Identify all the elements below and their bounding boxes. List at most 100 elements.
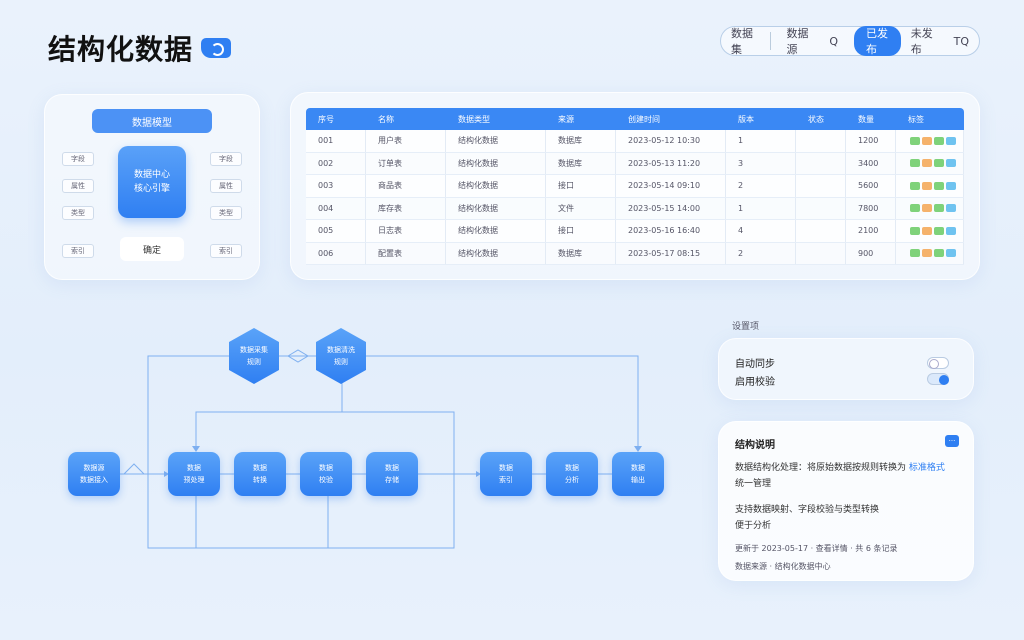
table-cell <box>796 242 846 264</box>
table-header-cell: 数据类型 <box>458 114 490 124</box>
table-cell: 2023-05-13 11:20 <box>616 152 726 174</box>
flow-node[interactable]: 数据输出 <box>612 452 664 496</box>
table-header-cell: 创建时间 <box>628 114 660 124</box>
setting-label: 自动同步 <box>735 359 775 370</box>
nav-item-0[interactable]: 数据集 <box>731 27 753 56</box>
table-cell <box>796 175 846 197</box>
table-cell: 1 <box>726 130 796 152</box>
table-cell: 数据库 <box>546 152 616 174</box>
table-header-cell: 数量 <box>858 114 874 124</box>
table-cell <box>796 197 846 219</box>
table-cell <box>896 130 964 152</box>
table-cell <box>896 152 964 174</box>
table-cell <box>896 175 964 197</box>
flow-node[interactable]: 数据校验 <box>300 452 352 496</box>
nav-item-active[interactable]: 已发布 <box>853 26 901 56</box>
table-cell: 结构化数据 <box>446 197 546 219</box>
field-tag: 索引 <box>62 244 94 258</box>
nav-item-4[interactable]: 未发布 <box>910 27 933 56</box>
table-header-cell: 来源 <box>558 114 574 124</box>
table-cell: 结构化数据 <box>446 242 546 264</box>
status-tag <box>910 204 920 213</box>
flow-node[interactable]: 数据预处理 <box>168 452 220 496</box>
table-cell: 2 <box>726 242 796 264</box>
status-tag <box>922 249 932 258</box>
status-tag <box>910 249 920 258</box>
table-cell: 结构化数据 <box>446 175 546 197</box>
table-cell: 数据库 <box>546 130 616 152</box>
core-node[interactable]: 数据中心 核心引擎 <box>118 146 186 218</box>
flow-node[interactable]: 数据索引 <box>480 452 532 496</box>
table-header-cell: 状态 <box>808 114 824 124</box>
info-title: 结构说明 <box>735 440 775 451</box>
status-tag <box>934 181 944 190</box>
status-tag <box>922 204 932 213</box>
table-cell: 003 <box>306 175 366 197</box>
more-icon[interactable]: ··· <box>945 435 959 447</box>
table-cell <box>896 242 964 264</box>
table-cell: 订单表 <box>366 152 446 174</box>
table-header-cell: 名称 <box>378 114 394 124</box>
flow-hex-node[interactable]: 数据采集 规则 <box>229 328 279 384</box>
confirm-button[interactable]: 确定 <box>120 237 184 261</box>
table-cell: 7800 <box>846 197 896 219</box>
status-tag <box>910 226 920 235</box>
flow-node[interactable]: 数据存储 <box>366 452 418 496</box>
table-cell <box>796 220 846 242</box>
status-tag <box>934 226 944 235</box>
settings-card: 自动同步 启用校验 <box>718 338 974 400</box>
field-tag: 索引 <box>210 244 242 258</box>
toggle-switch[interactable] <box>927 373 949 385</box>
status-tag <box>946 226 956 235</box>
table-cell: 2023-05-17 08:15 <box>616 242 726 264</box>
table-cell: 2023-05-15 14:00 <box>616 197 726 219</box>
table-cell: 商品表 <box>366 175 446 197</box>
chat-icon <box>201 38 232 58</box>
status-tag <box>922 226 932 235</box>
field-tag: 类型 <box>210 206 242 220</box>
table-cell: 2100 <box>846 220 896 242</box>
status-tag <box>922 136 932 145</box>
table-cell: 结构化数据 <box>446 220 546 242</box>
model-header[interactable]: 数据模型 <box>92 109 212 133</box>
table-header-cell: 序号 <box>318 114 334 124</box>
table-cell <box>796 152 846 174</box>
info-footer[interactable]: 更新于 2023-05-17 · 查看详情 · 共 6 条记录 <box>735 544 898 553</box>
flow-node[interactable]: 数据转换 <box>234 452 286 496</box>
status-tag <box>910 181 920 190</box>
flow-node[interactable]: 数据分析 <box>546 452 598 496</box>
table-cell <box>796 130 846 152</box>
field-tag: 字段 <box>62 152 94 166</box>
status-tag <box>946 181 956 190</box>
status-tag <box>934 204 944 213</box>
table-header-cell: 标签 <box>908 114 924 124</box>
table-cell: 配置表 <box>366 242 446 264</box>
table-cell: 3400 <box>846 152 896 174</box>
table-cell: 数据库 <box>546 242 616 264</box>
top-nav: 数据集 数据源 Q 已发布 未发布 TQ <box>720 26 980 56</box>
nav-item-5[interactable]: TQ <box>953 34 969 48</box>
flow-node[interactable]: 数据源数据接入 <box>68 452 120 496</box>
table-cell: 2023-05-12 10:30 <box>616 130 726 152</box>
table-cell: 900 <box>846 242 896 264</box>
table-cell: 结构化数据 <box>446 130 546 152</box>
table-cell: 2023-05-14 09:10 <box>616 175 726 197</box>
status-tag <box>910 159 920 168</box>
table-cell: 接口 <box>546 220 616 242</box>
search-icon[interactable]: Q <box>829 34 838 48</box>
status-tag <box>946 249 956 258</box>
info-card: 结构说明 ··· 数据结构化处理：将原始数据按规则转换为 标准格式 统一管理 支… <box>718 421 974 581</box>
table-cell: 1 <box>726 197 796 219</box>
info-footer: 数据来源 · 结构化数据中心 <box>735 562 831 571</box>
toggle-switch[interactable] <box>927 357 949 369</box>
table-cell: 005 <box>306 220 366 242</box>
nav-item-1[interactable]: 数据源 <box>786 27 809 56</box>
flow-hex-node[interactable]: 数据清洗 规则 <box>316 328 366 384</box>
